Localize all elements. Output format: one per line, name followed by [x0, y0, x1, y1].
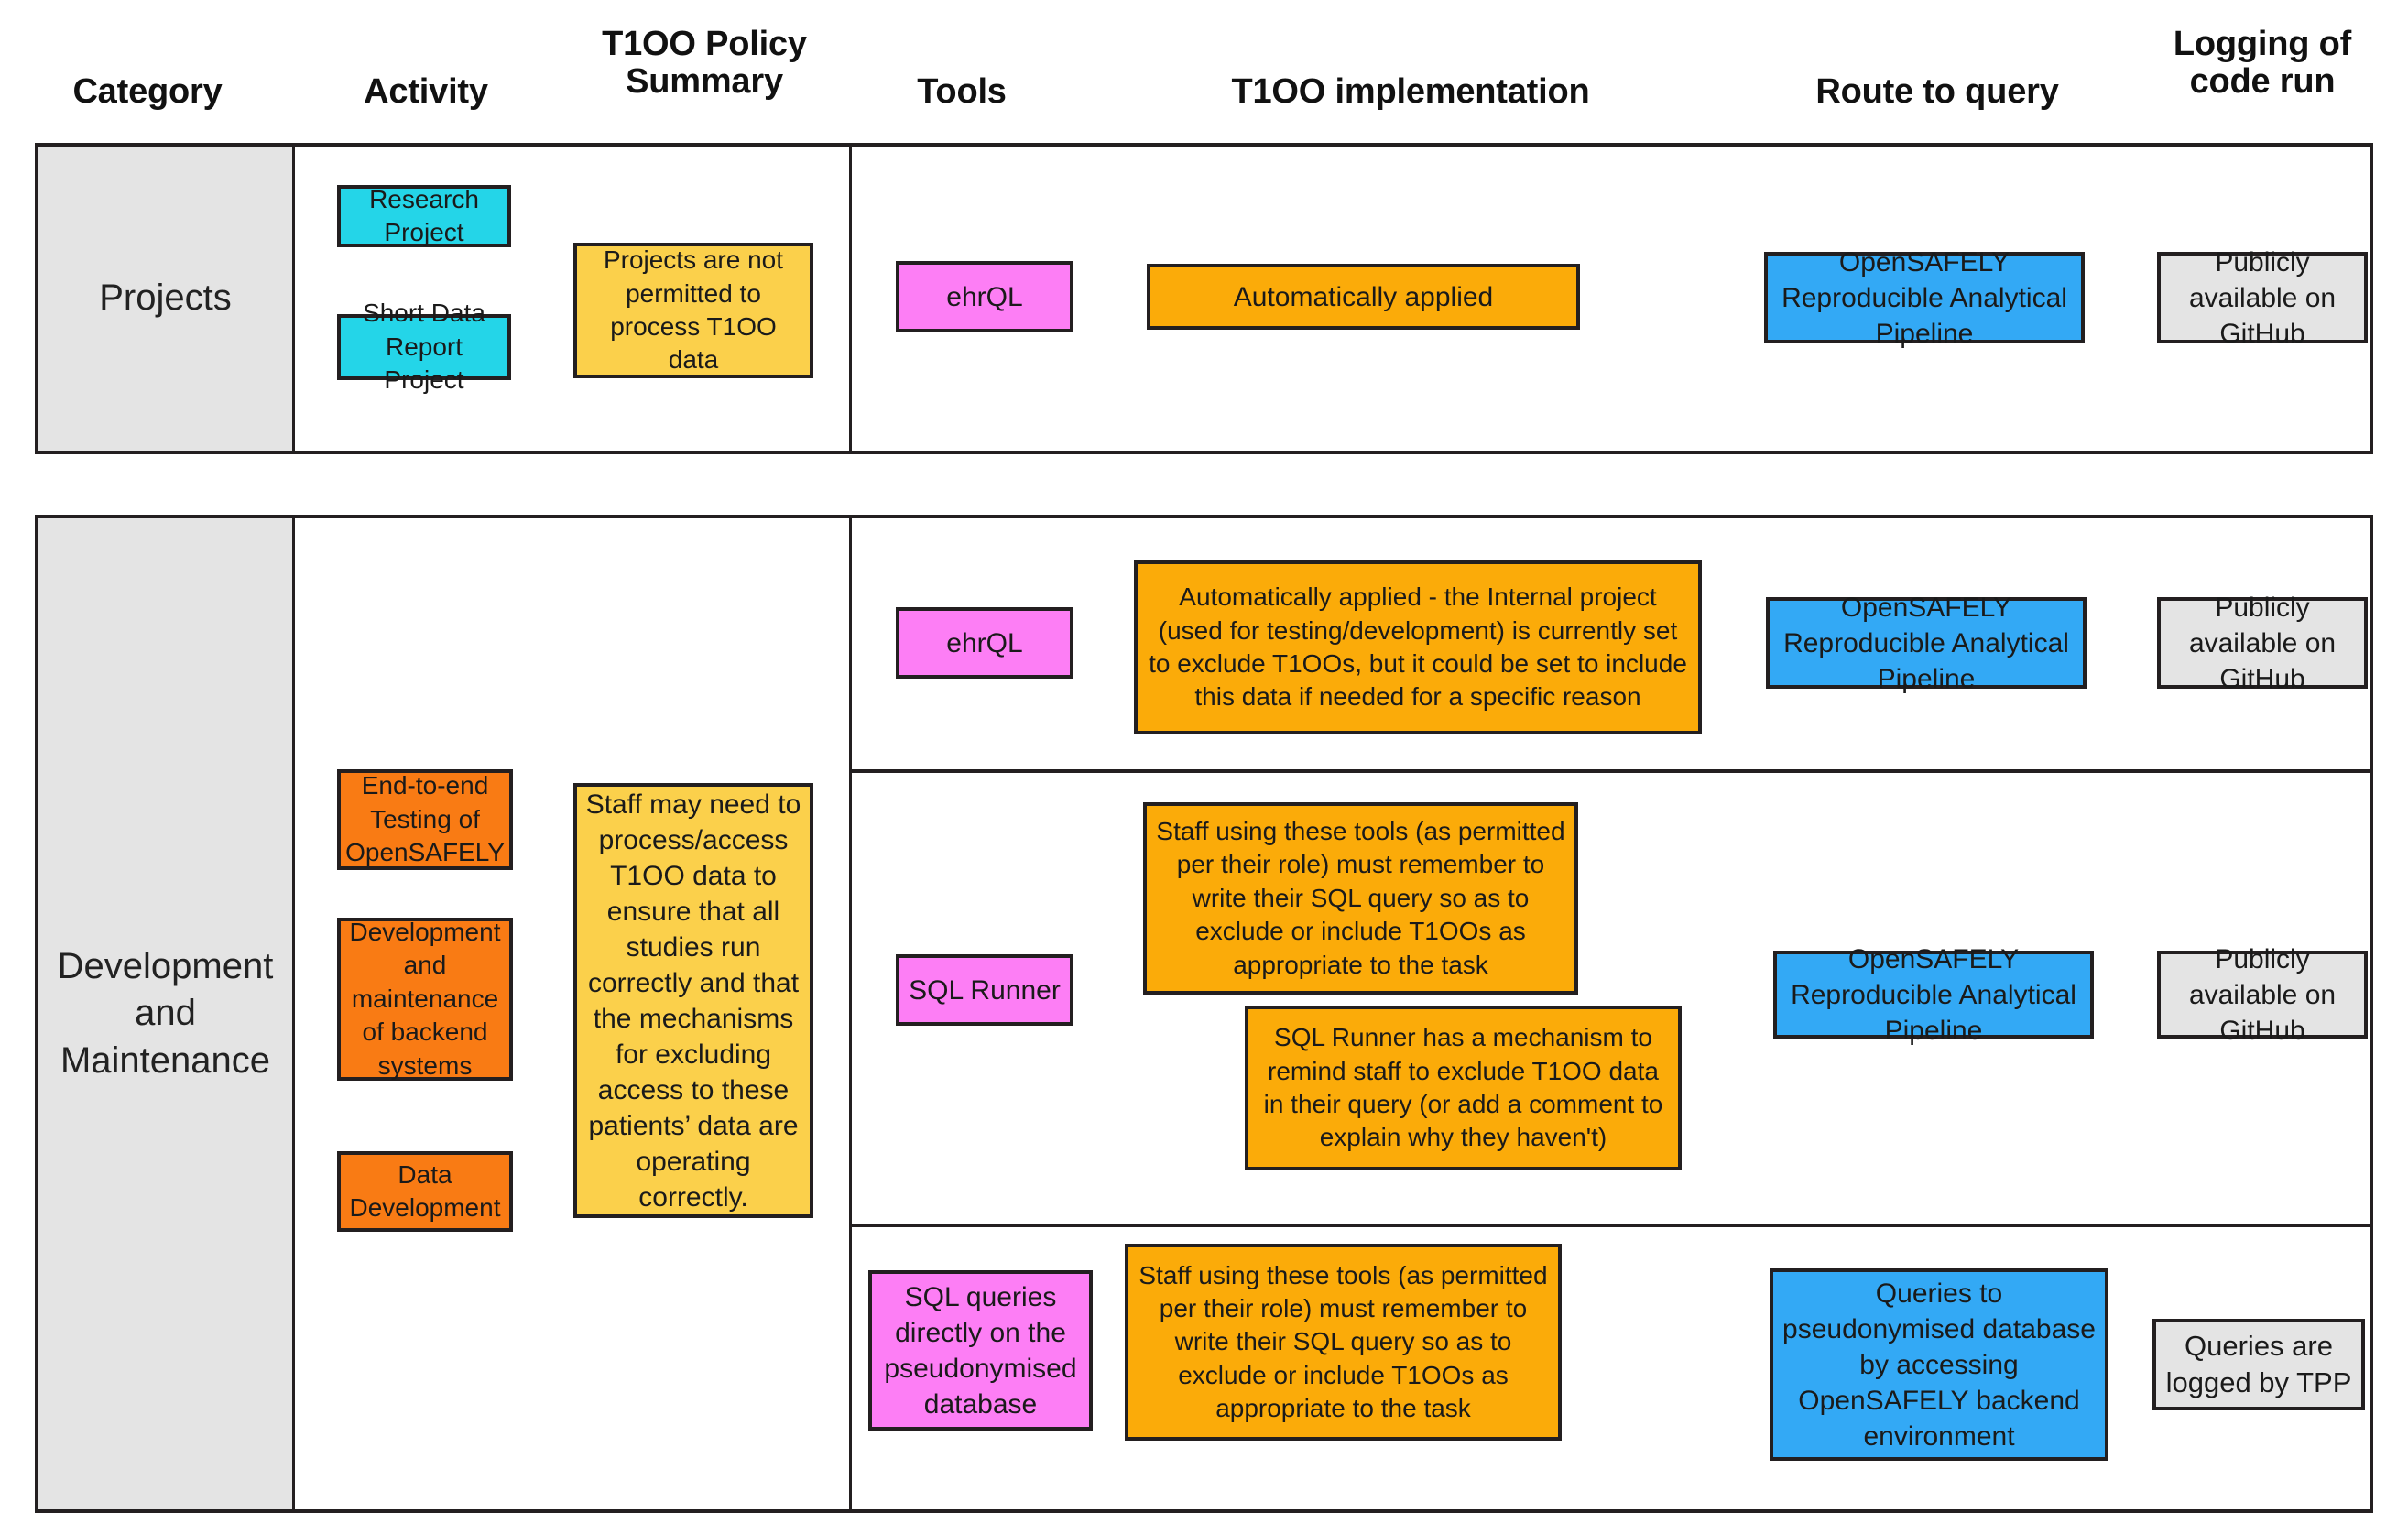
column-header-logging: Logging of code run	[2125, 25, 2400, 102]
tool-label: ehrQL	[946, 627, 1023, 658]
header-line: code run	[2189, 62, 2336, 102]
activity-node: Research Project	[337, 185, 511, 247]
route-to-query-text: Queries to pseudonymised database by acc…	[1782, 1278, 2096, 1452]
subrow-separator	[852, 769, 2373, 773]
category-label: Development and Maintenance	[57, 946, 274, 1081]
logging-text: Publicly available on GitHub	[2188, 943, 2337, 1046]
header-line: T1OO Policy	[602, 25, 807, 63]
tool-label: SQL queries directly on the pseudonymise…	[884, 1281, 1077, 1420]
implementation-text: Automatically applied	[1233, 281, 1494, 312]
subrow-separator	[852, 1224, 2373, 1227]
column-header-activity: Activity	[295, 72, 557, 111]
logging-node: Publicly available on GitHub	[2157, 247, 2368, 349]
activity-node: End-to-end Testing of OpenSAFELY	[337, 769, 513, 870]
logging-node: Publicly available on GitHub	[2157, 944, 2368, 1046]
column-header-route-to-query: Route to query	[1749, 72, 2125, 111]
header-line: Tools	[917, 72, 1007, 111]
column-header-tools: Tools	[852, 72, 1072, 111]
route-to-query-node: Queries to pseudonymised database by acc…	[1770, 1268, 2108, 1461]
tool-node: ehrQL	[896, 261, 1073, 332]
activity-node: Data Development	[337, 1151, 513, 1232]
activity-label: Short Data Report Project	[363, 299, 485, 395]
policy-summary-text: Projects are not permitted to process T1…	[603, 245, 784, 375]
column-header-implementation: T1OO implementation	[1072, 72, 1749, 111]
tool-node: SQL queries directly on the pseudonymise…	[868, 1270, 1093, 1431]
tool-node: ehrQL	[896, 607, 1073, 679]
header-line: T1OO implementation	[1231, 72, 1590, 111]
header-line: Activity	[364, 72, 488, 111]
logging-node: Publicly available on GitHub	[2157, 593, 2368, 694]
header-line: Summary	[626, 62, 783, 102]
implementation-text: Automatically applied - the Internal pro…	[1149, 582, 1687, 712]
tool-label: SQL Runner	[909, 974, 1061, 1006]
category-label: Projects	[99, 277, 232, 319]
logging-node: Queries are logged by TPP	[2152, 1319, 2365, 1410]
route-to-query-text: OpenSAFELY Reproducible Analytical Pipel…	[1783, 592, 2069, 694]
route-to-query-node: OpenSAFELY Reproducible Analytical Pipel…	[1773, 944, 2094, 1046]
route-to-query-node: OpenSAFELY Reproducible Analytical Pipel…	[1764, 247, 2085, 349]
category-cell-projects: Projects	[38, 147, 295, 451]
header-line: Logging of	[2173, 25, 2352, 63]
policy-summary-node: Staff may need to process/access T1OO da…	[573, 783, 813, 1218]
route-to-query-node: OpenSAFELY Reproducible Analytical Pipel…	[1766, 593, 2087, 694]
tool-label: ehrQL	[946, 281, 1023, 312]
implementation-node: Staff using these tools (as permitted pe…	[1125, 1244, 1562, 1441]
implementation-text: Staff using these tools (as permitted pe…	[1156, 817, 1565, 979]
implementation-node: Staff using these tools (as permitted pe…	[1143, 802, 1578, 995]
route-to-query-text: OpenSAFELY Reproducible Analytical Pipel…	[1791, 943, 2076, 1046]
implementation-node: Automatically applied - the Internal pro…	[1134, 560, 1702, 734]
column-header-policy-summary: T1OO Policy Summary	[557, 25, 852, 102]
policy-summary-text: Staff may need to process/access T1OO da…	[585, 789, 801, 1213]
logging-text: Publicly available on GitHub	[2188, 592, 2337, 694]
implementation-text: Staff using these tools (as permitted pe…	[1139, 1260, 1548, 1423]
route-to-query-text: OpenSAFELY Reproducible Analytical Pipel…	[1781, 246, 2067, 349]
column-header-category: Category	[0, 72, 295, 111]
activity-node: Short Data Report Project	[337, 299, 511, 394]
row2-divider-summary-tools	[849, 518, 852, 1509]
implementation-node: SQL Runner has a mechanism to remind sta…	[1245, 1006, 1682, 1170]
logging-text: Publicly available on GitHub	[2188, 246, 2337, 349]
tool-node: SQL Runner	[896, 954, 1073, 1026]
header-line: Category	[72, 72, 223, 111]
activity-label: Research Project	[369, 184, 479, 246]
activity-label: End-to-end Testing of OpenSAFELY	[345, 771, 505, 867]
logging-text: Queries are logged by TPP	[2165, 1329, 2352, 1398]
policy-summary-node: Projects are not permitted to process T1…	[573, 243, 813, 378]
implementation-node: Automatically applied	[1147, 264, 1580, 330]
implementation-text: SQL Runner has a mechanism to remind sta…	[1263, 1023, 1663, 1152]
table-header: Category Activity T1OO Policy Summary To…	[0, 0, 2408, 143]
activity-node: Development and maintenance of backend s…	[337, 918, 513, 1081]
activity-label: Development and maintenance of backend s…	[349, 918, 501, 1080]
activity-label: Data Development	[349, 1159, 501, 1222]
row1-divider-summary-tools	[849, 147, 852, 451]
header-line: Route to query	[1815, 72, 2059, 111]
category-cell-development-and-maintenance: Development and Maintenance	[38, 518, 295, 1509]
